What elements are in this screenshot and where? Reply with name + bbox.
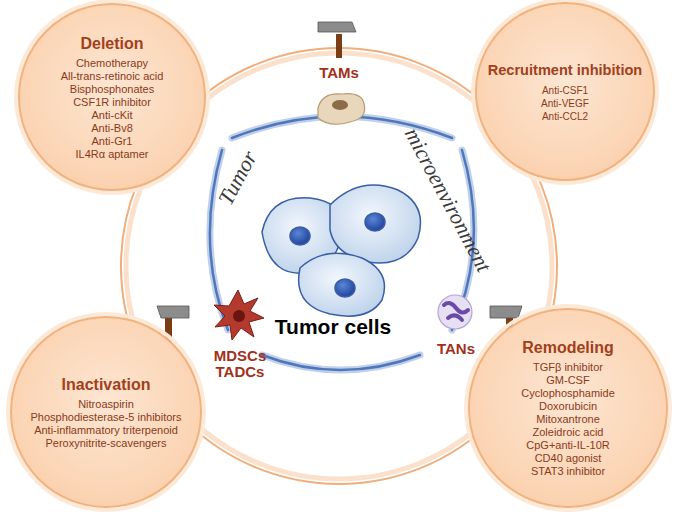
- strategy-item: Anti-VEGF: [541, 97, 589, 110]
- strategy-item: Nitroaspirin: [78, 398, 134, 411]
- strategy-item: Mitoxantrone: [536, 413, 600, 426]
- strategy-item: Anti-CSF1: [542, 84, 588, 97]
- strategy-heading: Recruitment inhibition: [488, 61, 643, 80]
- tumor-cells: [262, 185, 421, 316]
- strategy-item: Anti-CCL2: [542, 110, 588, 123]
- cell-label: TANs: [437, 340, 475, 357]
- strategy-item: Cyclophosphamide: [521, 387, 615, 400]
- strategy-item: Anti-Gr1: [92, 135, 133, 148]
- strategy-item: Anti-inflammatory triterpenoid: [34, 424, 178, 437]
- cell-label: MDSCs TADCs: [210, 348, 270, 380]
- strategy-item: TGFβ inhibitor: [533, 361, 603, 374]
- strategy-item: Doxorubicin: [539, 400, 597, 413]
- strategy-item: Phosphodiesterase-5 inhibitors: [30, 411, 181, 424]
- strategy-item: GM-CSF: [546, 374, 589, 387]
- strategy-item: Anti-Bv8: [91, 122, 133, 135]
- strategy-item: CD40 agonist: [535, 452, 602, 465]
- strategy-item: Peroxynitrite-scavengers: [45, 437, 166, 450]
- remodeling-circle: RemodelingTGFβ inhibitorGM-CSFCyclophosp…: [468, 308, 668, 508]
- deletion-circle: DeletionChemotherapyAll-trans-retinoic a…: [18, 3, 206, 191]
- strategy-item: STAT3 inhibitor: [531, 465, 605, 478]
- strategy-item: CpG+anti-IL-10R: [526, 439, 609, 452]
- tam-nucleus: [332, 100, 348, 110]
- strategy-item: Zoleidroic acid: [533, 426, 604, 439]
- inactivation-circle: InactivationNitroaspirinPhosphodiesteras…: [10, 316, 202, 508]
- strategy-heading: Remodeling: [522, 338, 614, 357]
- strategy-item: Chemotherapy: [76, 57, 148, 70]
- mdsc-cell: [214, 290, 264, 340]
- cell-label: TAMs: [319, 64, 359, 81]
- strategy-item: Anti-cKit: [92, 109, 133, 122]
- strategy-item: IL4Rα aptamer: [75, 148, 148, 161]
- tan-cell: [438, 295, 472, 329]
- center-label: Tumor cells: [275, 315, 391, 339]
- strategy-item: CSF1R inhibitor: [73, 96, 151, 109]
- recruitment-circle: Recruitment inhibitionAnti-CSF1Anti-VEGF…: [475, 2, 654, 181]
- hammer-top: [318, 22, 356, 58]
- strategy-item: Bisphosphonates: [70, 83, 154, 96]
- strategy-heading: Deletion: [80, 34, 143, 53]
- strategy-heading: Inactivation: [62, 375, 151, 394]
- tam-cell: [318, 94, 365, 125]
- strategy-item: All-trans-retinoic acid: [61, 70, 164, 83]
